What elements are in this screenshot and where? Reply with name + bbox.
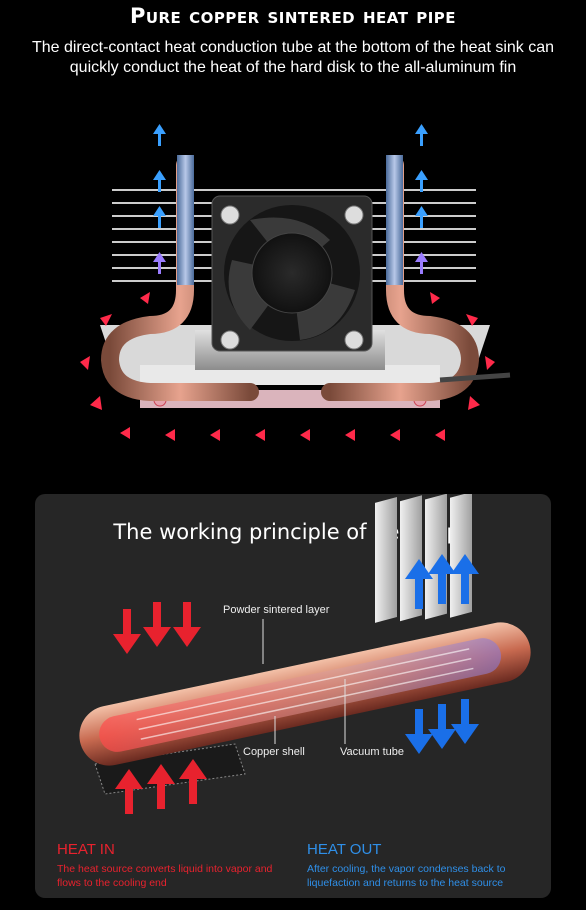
heatsink-illustration <box>80 124 511 441</box>
heat-flow-arrows <box>80 292 495 441</box>
heat-in-arrows-top <box>113 602 201 654</box>
heat-out-arrows-up <box>405 554 479 609</box>
heat-pipes <box>100 155 480 401</box>
heat-pipe-diagram <box>79 494 531 814</box>
heat-pipe-tube <box>79 622 531 766</box>
heat-out-arrows-down <box>405 699 479 754</box>
heat-in-heading: HEAT IN <box>57 841 115 858</box>
airflow-up-arrows <box>153 124 428 228</box>
page-subtitle: The direct-contact heat conduction tube … <box>31 39 555 76</box>
heat-in-arrows-bottom <box>115 759 207 814</box>
page-title: Pure copper sintered heat pipe <box>129 4 457 28</box>
principle-panel: The working principle of heat pipe <box>35 494 551 898</box>
label-powder-layer: Powder sintered layer <box>223 604 330 616</box>
cooling-fins <box>375 494 472 623</box>
label-copper-shell: Copper shell <box>243 746 305 758</box>
heat-out-description: After cooling, the vapor condenses back … <box>307 863 506 889</box>
heat-in-description: The heat source converts liquid into vap… <box>57 863 273 889</box>
fan <box>211 195 373 352</box>
heat-out-heading: HEAT OUT <box>307 841 382 858</box>
label-vacuum-tube: Vacuum tube <box>340 746 405 758</box>
